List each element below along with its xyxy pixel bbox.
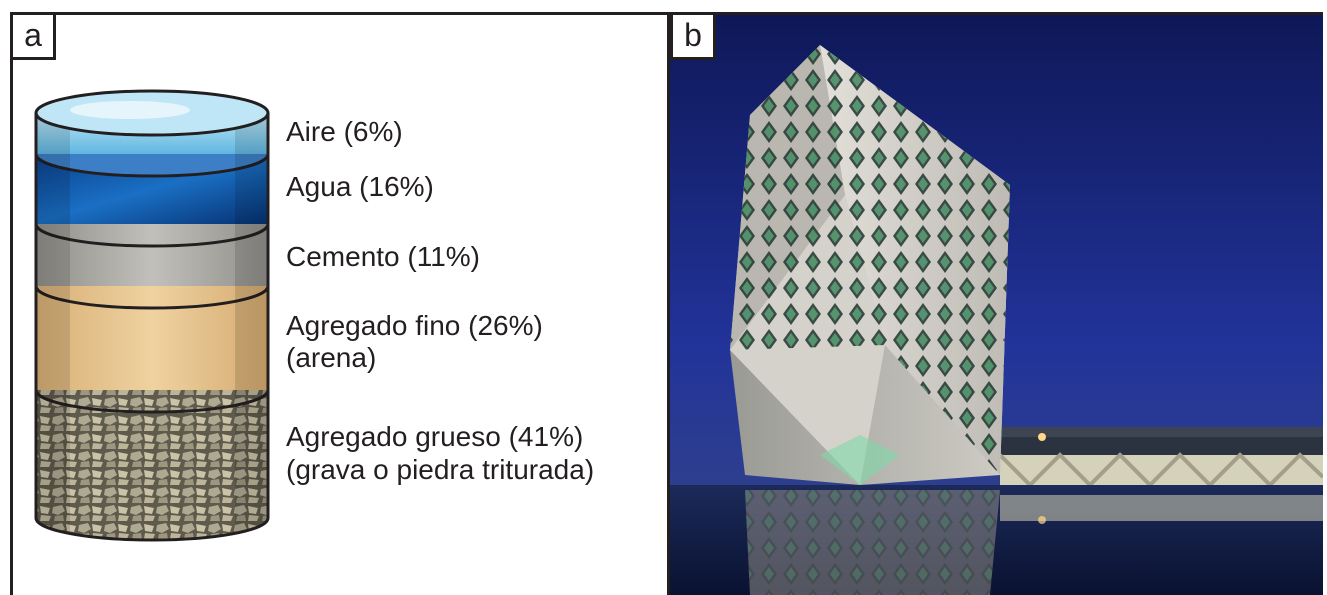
cement-label: Cemento (11%) — [286, 241, 481, 272]
panel-a-label: a — [10, 12, 56, 60]
panel-b-label: b — [670, 12, 716, 60]
coarse-aggregate-label: Agregado grueso (41%) — [286, 421, 584, 452]
low-building — [998, 427, 1323, 488]
water-label: Agua (16%) — [286, 171, 434, 202]
fine-aggregate-label: Agregado fino (26%) — [286, 310, 543, 341]
concrete-building-photo — [670, 15, 1323, 595]
coarse-aggregate-layer — [36, 390, 268, 540]
tower-building — [730, 45, 1010, 485]
panel-divider — [667, 12, 670, 595]
coarse-aggregate-sublabel: (grava o piedra triturada) — [286, 454, 595, 485]
cylinder-outline — [34, 113, 270, 542]
air-label: Aire (6%) — [286, 116, 403, 147]
concrete-cylinder-diagram — [34, 89, 270, 542]
cement-layer — [36, 224, 268, 286]
fine-aggregate-sublabel: (arena) — [286, 342, 377, 373]
